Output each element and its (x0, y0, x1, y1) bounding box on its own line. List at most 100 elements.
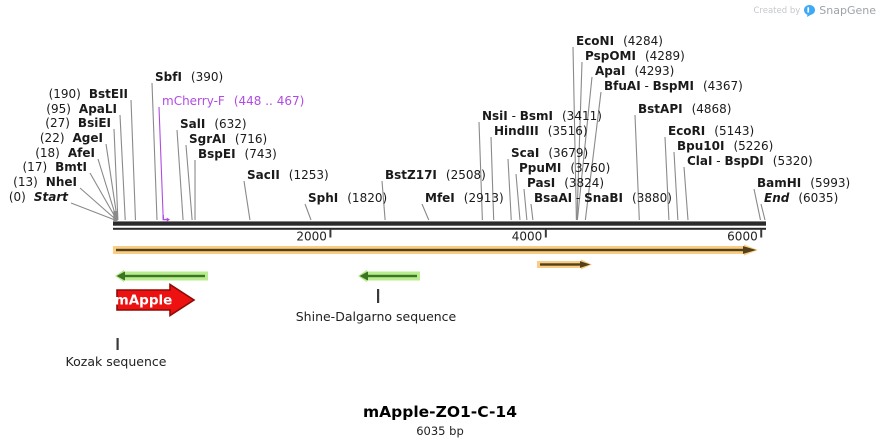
enzyme-position: (3760) (570, 161, 611, 175)
enzyme-position: (3824) (564, 176, 605, 190)
enzyme-name: BsaAI (534, 191, 573, 205)
enzyme-name: ScaI (511, 146, 540, 160)
leader-line (753, 188, 762, 221)
enzyme-name: End (764, 191, 790, 205)
enzyme-name: BstAPI (638, 102, 683, 116)
enzyme-label-bstz17i: BstZ17I(2508) (385, 169, 486, 182)
primer-label-mcherry-f: mCherry-F(448 .. 467) (162, 95, 304, 108)
leader-line (576, 76, 593, 221)
enzyme-name: PpuMI (519, 161, 562, 175)
leader-line (381, 180, 386, 221)
leader-line (760, 203, 766, 221)
enzyme-position: (4868) (691, 102, 732, 116)
leader-line (158, 106, 164, 221)
enzyme-name: AfeI (67, 146, 95, 160)
enzyme-name: NheI (45, 175, 77, 189)
enzyme-label-clai: ClaI - BspDI(5320) (687, 155, 813, 168)
enzyme-name: BfuAI (604, 79, 641, 93)
enzyme-position: (716) (234, 132, 268, 146)
leader-line (634, 114, 640, 221)
enzyme-position: (4367) (702, 79, 743, 93)
enzyme-position: (4289) (644, 49, 685, 63)
green-feature-arrow-1-core (125, 274, 205, 278)
enzyme-position: (27) (45, 116, 70, 130)
enzyme-position: - (572, 191, 585, 205)
enzyme-name: SgrAI (189, 132, 226, 146)
enzyme-label-apai: ApaI (4293) (595, 65, 674, 78)
leader-line (89, 172, 118, 221)
enzyme-label-nsii: NsiI - BsmI (3411) (482, 110, 602, 123)
leader-line (576, 61, 583, 221)
enzyme-label-bsteii: (190)BstEII (49, 88, 128, 101)
leader-line (151, 82, 158, 221)
enzyme-label-bsaai: BsaAI - SnaBI(3880) (534, 192, 672, 205)
enzyme-position: mCherry-F (162, 94, 225, 108)
leader-line (105, 143, 118, 221)
mApple-arrow-label: mApple (115, 293, 173, 309)
enzyme-position: (1820) (347, 191, 388, 205)
orange-feature-arrow-head (580, 261, 591, 268)
leader-line (97, 158, 118, 221)
enzyme-position: (0) (8, 190, 26, 204)
orange-feature-arrow-core (540, 263, 580, 266)
enzyme-name: PspOMI (585, 49, 636, 63)
enzyme-name: BspDI (724, 154, 764, 168)
green-feature-arrow-1-head (116, 271, 125, 281)
full-length-arrow-head (743, 246, 757, 254)
enzyme-name: ApaI (595, 64, 626, 78)
enzyme-label-bfuai: BfuAI - BspMI(4367) (604, 80, 743, 93)
sequence-line-bottom (113, 227, 766, 230)
leader-line (478, 121, 483, 221)
enzyme-name: Start (33, 190, 68, 204)
watermark: Created by SnapGene (754, 4, 877, 17)
leader-line (70, 202, 116, 221)
enzyme-name: BstEII (88, 87, 128, 101)
enzyme-label-pasi: PasI(3824) (527, 177, 604, 190)
enzyme-label-sacii: SacII(1253) (247, 169, 329, 182)
enzyme-position: (5143) (714, 124, 755, 138)
annotation-label: Kozak sequence (65, 354, 167, 369)
leader-line (185, 144, 193, 221)
leader-line (515, 173, 521, 221)
enzyme-label-bspei: BspEI(743) (198, 148, 277, 161)
enzyme-label-ppumi: PpuMI (3760) (519, 162, 610, 175)
green-feature-arrow-2-core (368, 274, 417, 278)
enzyme-name: AgeI (72, 131, 103, 145)
enzyme-position: (17) (22, 160, 48, 174)
enzyme-position: (4293) (634, 64, 675, 78)
enzyme-name: SalI (180, 117, 206, 131)
enzyme-position: (2913) (463, 191, 504, 205)
enzyme-label-bamhi: BamHI(5993) (757, 177, 850, 190)
enzyme-position: (3411) (562, 109, 602, 123)
enzyme-label-sphi: SphI(1820) (308, 192, 387, 205)
enzyme-name: BsmI (519, 109, 553, 123)
start-marker (113, 211, 118, 221)
enzyme-name: BstZ17I (385, 168, 437, 182)
enzyme-label-bmti: (17)BmtI (23, 161, 88, 174)
enzyme-position: (6035) (798, 191, 839, 205)
enzyme-label-scai: ScaI(3679) (511, 147, 588, 160)
enzyme-label-apali: (95)ApaLI (46, 103, 117, 116)
enzyme-position: (5320) (772, 154, 813, 168)
enzyme-name: SacII (247, 168, 280, 182)
annotation-tick (116, 338, 119, 350)
enzyme-name: SbfI (155, 70, 182, 84)
enzyme-label-bsiei: (27)BsiEI (45, 117, 111, 130)
map-length: 6035 bp (416, 424, 464, 438)
leader-line (523, 188, 528, 221)
enzyme-name: BspEI (198, 147, 236, 161)
enzyme-name: NsiI (482, 109, 508, 123)
enzyme-label-hindiii: HindIII(3516) (494, 125, 588, 138)
enzyme-label-agei: (22)AgeI (40, 132, 103, 145)
mApple-arrow (116, 283, 196, 317)
leader-line (673, 151, 679, 221)
enzyme-name: MfeI (425, 191, 455, 205)
enzyme-position: (3516) (547, 124, 588, 138)
leader-line (683, 166, 689, 221)
snapgene-logo-icon (804, 4, 816, 17)
ruler-number: 4000 (512, 230, 543, 244)
enzyme-position: - (507, 109, 520, 123)
ruler-number: 2000 (296, 230, 327, 244)
